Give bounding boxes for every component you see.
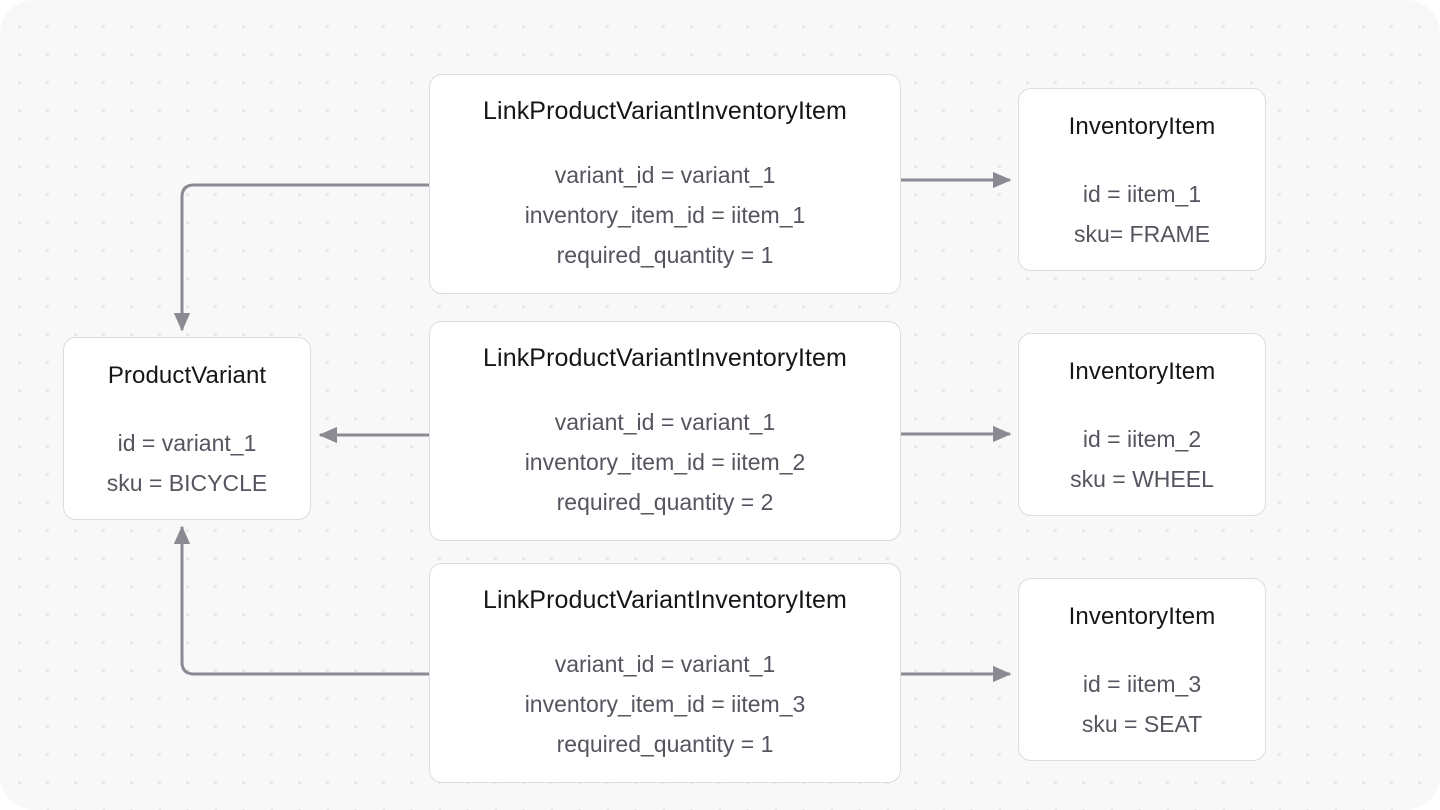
node-title: InventoryItem: [1068, 358, 1216, 385]
attribute-id: id = iitem_2: [1082, 426, 1202, 452]
node-title: LinkProductVariantInventoryItem: [483, 97, 847, 125]
node-title: InventoryItem: [1068, 113, 1216, 140]
attribute-required-quantity: required_quantity = 1: [556, 242, 774, 268]
attribute-sku: sku = WHEEL: [1070, 466, 1214, 492]
node-title: InventoryItem: [1068, 603, 1216, 630]
node-attributes: variant_id = variant_1 inventory_item_id…: [525, 155, 806, 275]
node-attributes: variant_id = variant_1 inventory_item_id…: [525, 644, 806, 764]
node-title: LinkProductVariantInventoryItem: [483, 344, 847, 372]
node-attributes: id = iitem_3 sku = SEAT: [1082, 664, 1202, 744]
node-attributes: variant_id = variant_1 inventory_item_id…: [525, 402, 806, 522]
edge-link-3-to-product-variant: [173, 525, 429, 676]
node-link-product-variant-inventory-item-1[interactable]: LinkProductVariantInventoryItem variant_…: [429, 74, 901, 294]
attribute-sku: sku = SEAT: [1081, 711, 1203, 737]
attribute-variant-id: variant_id = variant_1: [554, 162, 776, 188]
node-inventory-item-1[interactable]: InventoryItem id = iitem_1 sku= FRAME: [1018, 88, 1266, 271]
attribute-inventory-item-id: inventory_item_id = iitem_2: [524, 449, 806, 475]
attribute-inventory-item-id: inventory_item_id = iitem_1: [524, 202, 806, 228]
attribute-variant-id: variant_id = variant_1: [554, 651, 776, 677]
attribute-id: id = iitem_3: [1082, 671, 1202, 697]
attribute-id: id = iitem_1: [1082, 181, 1202, 207]
node-link-product-variant-inventory-item-3[interactable]: LinkProductVariantInventoryItem variant_…: [429, 563, 901, 783]
node-attributes: id = variant_1 sku = BICYCLE: [107, 423, 267, 503]
attribute-required-quantity: required_quantity = 2: [556, 489, 774, 515]
attribute-id: id = variant_1: [117, 430, 257, 456]
attribute-required-quantity: required_quantity = 1: [556, 731, 774, 757]
edge-link-1-to-product-variant: [173, 183, 429, 332]
attribute-sku: sku = BICYCLE: [106, 470, 268, 496]
attribute-variant-id: variant_id = variant_1: [554, 409, 776, 435]
node-inventory-item-2[interactable]: InventoryItem id = iitem_2 sku = WHEEL: [1018, 333, 1266, 516]
node-title: LinkProductVariantInventoryItem: [483, 586, 847, 614]
node-attributes: id = iitem_1 sku= FRAME: [1074, 174, 1210, 254]
node-inventory-item-3[interactable]: InventoryItem id = iitem_3 sku = SEAT: [1018, 578, 1266, 761]
node-link-product-variant-inventory-item-2[interactable]: LinkProductVariantInventoryItem variant_…: [429, 321, 901, 541]
attribute-sku: sku= FRAME: [1073, 221, 1211, 247]
node-title: ProductVariant: [107, 362, 267, 389]
attribute-inventory-item-id: inventory_item_id = iitem_3: [524, 691, 806, 717]
node-product-variant[interactable]: ProductVariant id = variant_1 sku = BICY…: [63, 337, 311, 520]
node-attributes: id = iitem_2 sku = WHEEL: [1070, 419, 1214, 499]
